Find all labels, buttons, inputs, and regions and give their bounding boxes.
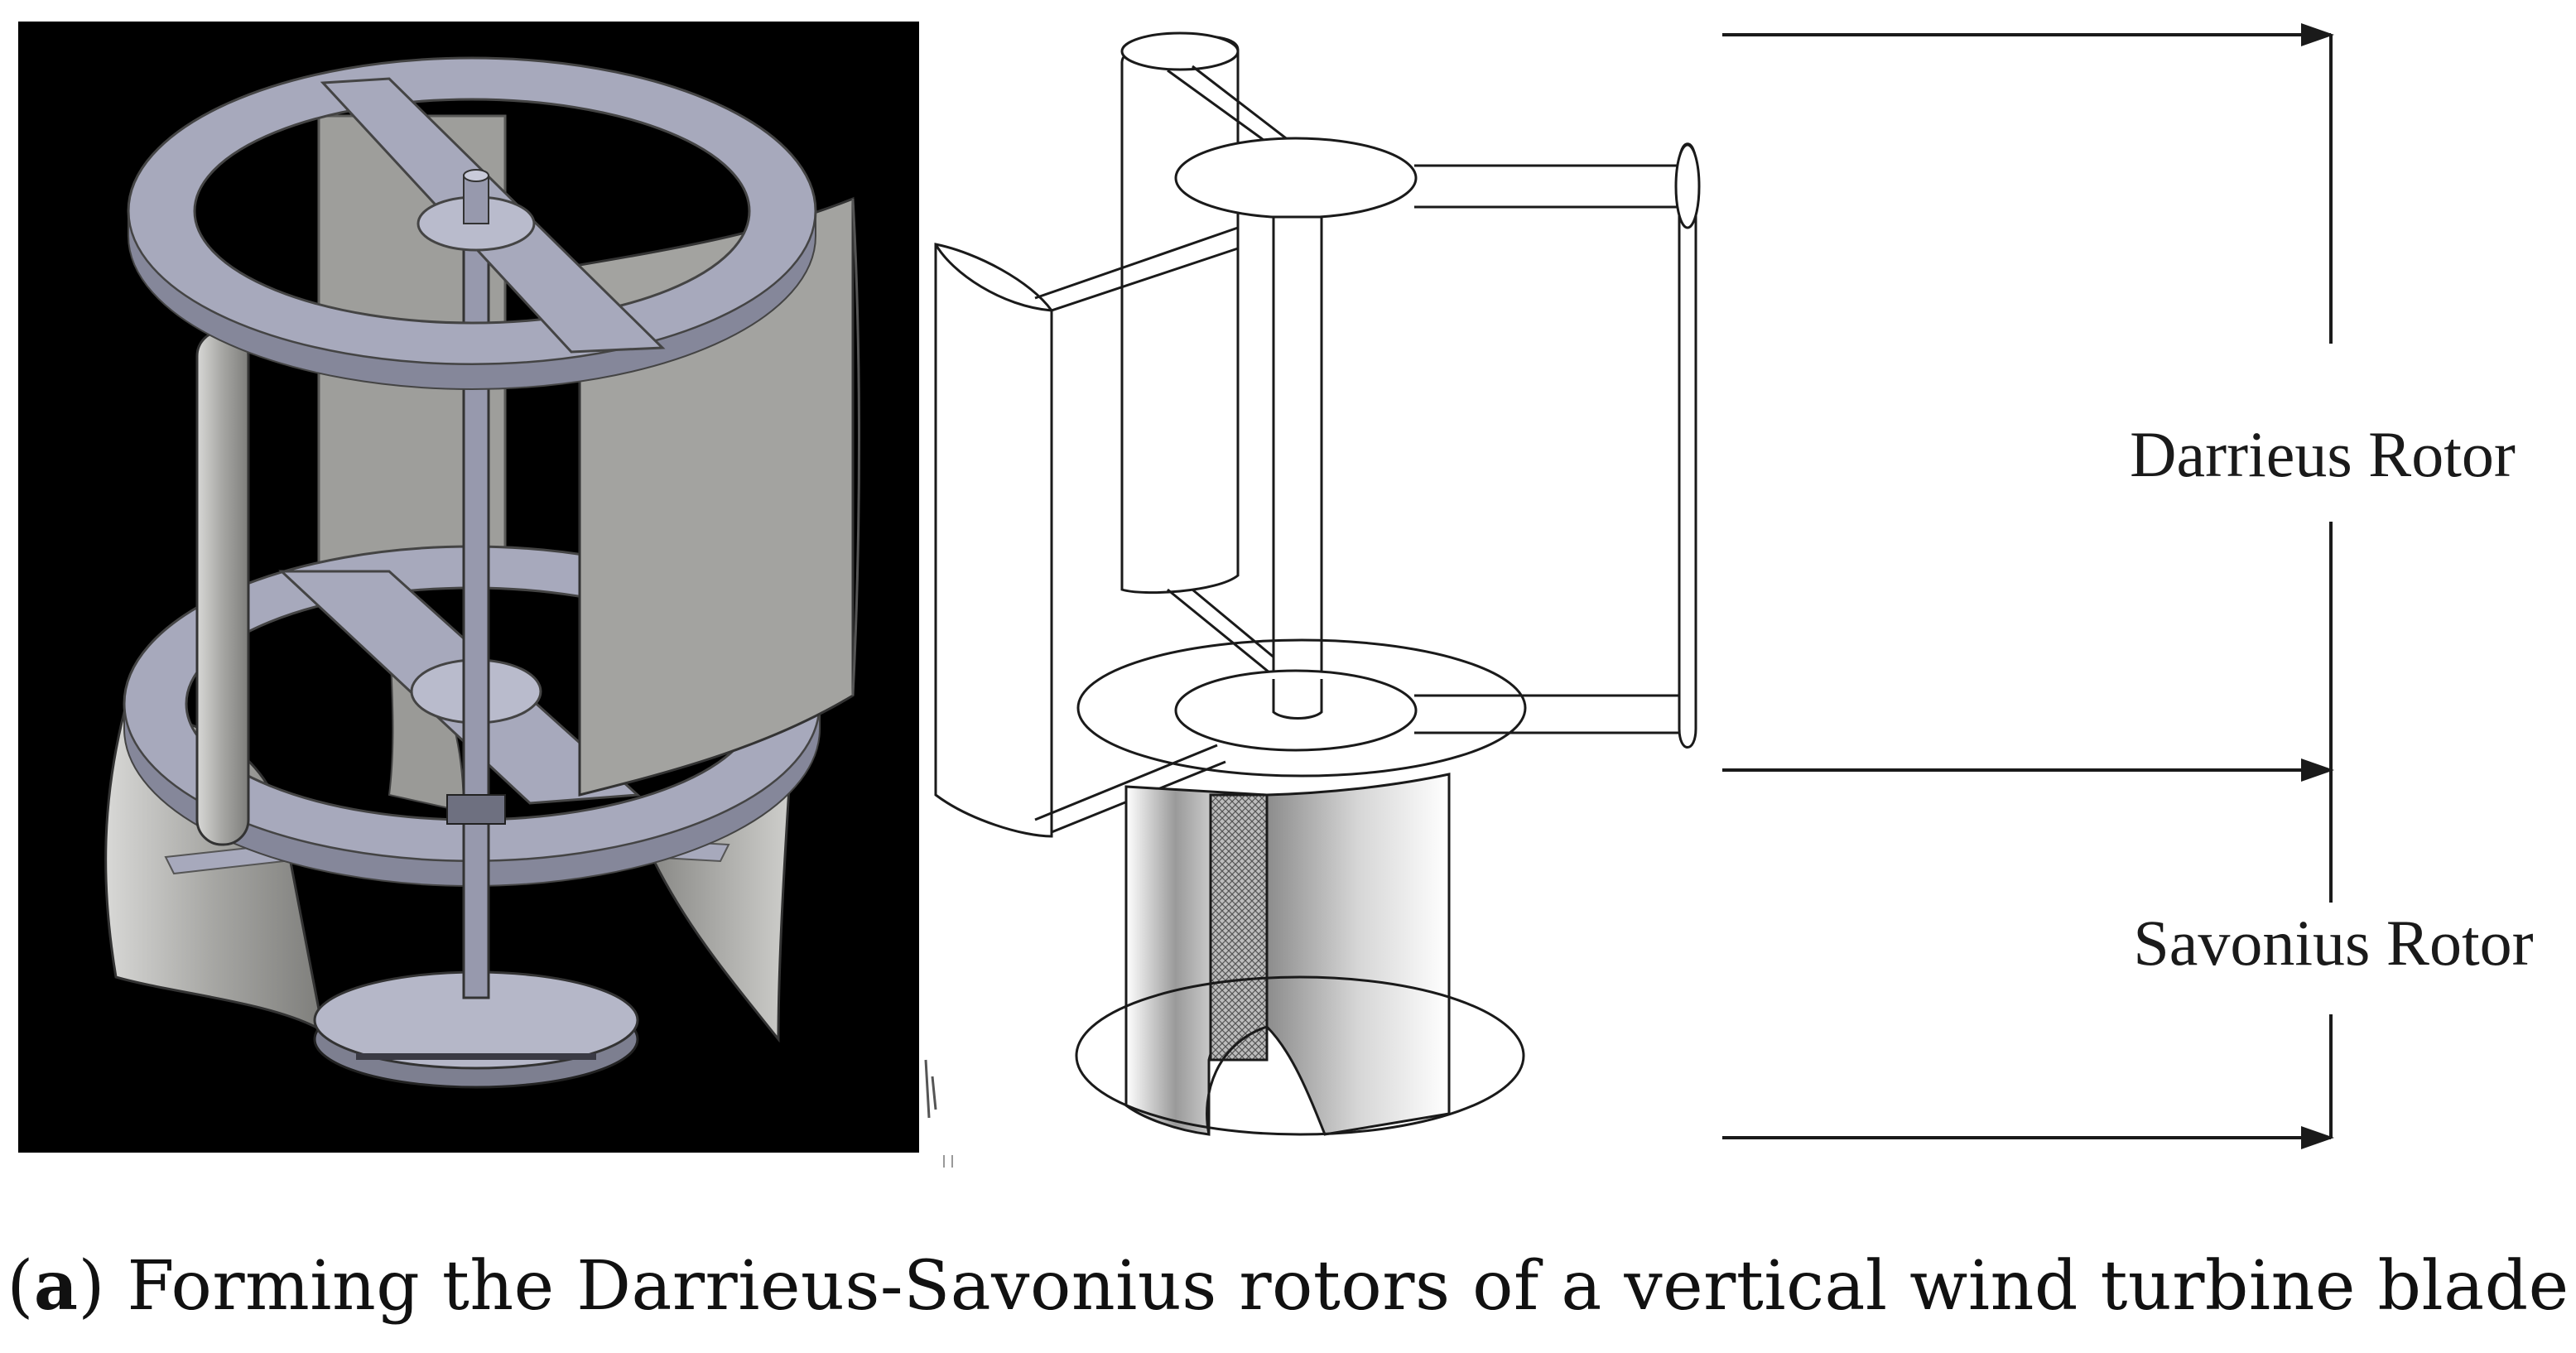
line-darrieus-blade-right: [1678, 142, 1697, 749]
turbine-line-drawing: [934, 31, 1701, 1136]
rotor-annotations: [1722, 23, 2334, 1149]
line-top-hub: [1174, 137, 1418, 219]
label-darrieus-rotor: Darrieus Rotor: [2130, 418, 2516, 490]
figure-caption: (a) Forming the Darrieus-Savonius rotors…: [7, 1246, 2569, 1326]
line-darrieus-blade-left: [934, 243, 1053, 838]
line-savonius-hatch: [1209, 793, 1269, 1062]
line-bottom-disc: [1075, 975, 1525, 1136]
caption-letter: a: [33, 1246, 79, 1326]
caption-text: ) Forming the Darrieus-Savonius rotors o…: [78, 1247, 2569, 1326]
label-savonius-rotor: Savonius Rotor: [2133, 907, 2533, 979]
line-darrieus-blade-back: [1120, 35, 1240, 595]
turbine-3d-render: [18, 22, 953, 1168]
line-mid-disc: [1076, 638, 1527, 778]
line-savonius-right: [1265, 773, 1451, 1136]
darrieus-blade-left: [195, 330, 250, 846]
central-shaft: [462, 176, 490, 999]
